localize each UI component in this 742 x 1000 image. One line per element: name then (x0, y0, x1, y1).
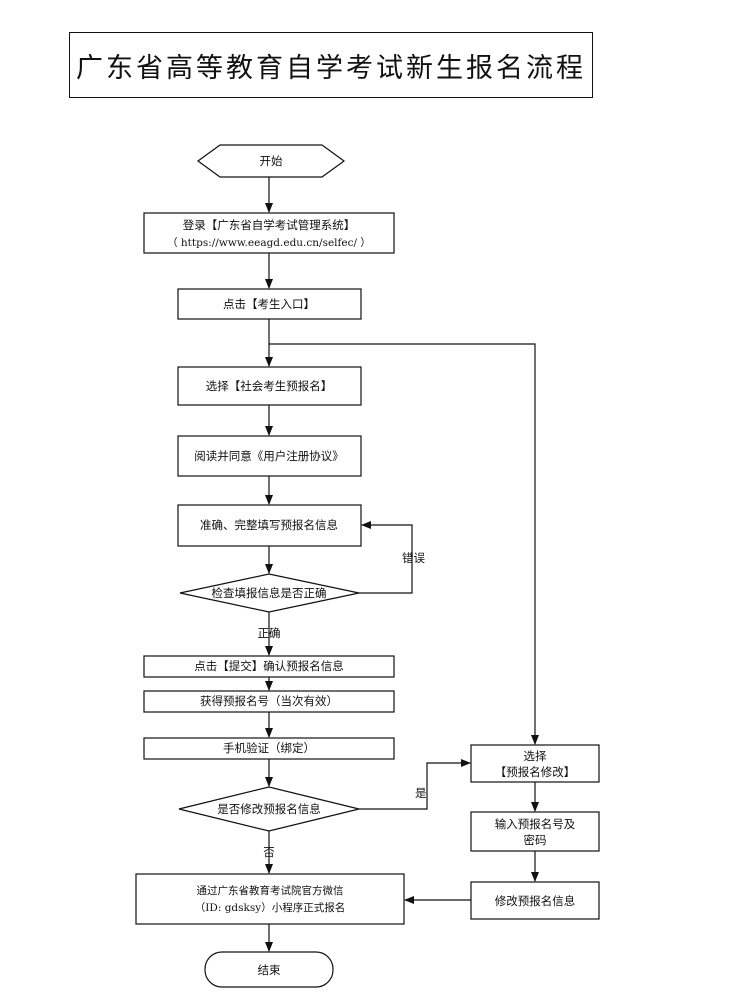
check-info-decision: 检查填报信息是否正确 (179, 573, 360, 613)
final-register-node: 通过广东省教育考试院官方微信 （ID: gdsksy）小程序正式报名 (135, 873, 405, 925)
submit-label: 点击【提交】确认预报名信息 (194, 659, 344, 673)
click-entry-node: 点击【考生入口】 (177, 288, 362, 320)
page-title: 广东省高等教育自学考试新生报名流程 (76, 52, 586, 84)
arrow-yes-branch (359, 759, 471, 810)
submit-node: 点击【提交】确认预报名信息 (143, 655, 395, 678)
check-info-label: 检查填报信息是否正确 (212, 586, 327, 600)
login-node: 登录【广东省自学考试管理系统】 （ https://www.eeagd.edu.… (143, 212, 395, 254)
modify-info-label: 修改预报名信息 (495, 894, 576, 908)
select-modify-line2: 【预报名修改】 (495, 765, 576, 779)
login-label-line2: （ https://www.eeagd.edu.cn/selfec/ ） (167, 237, 371, 249)
input-number-node: 输入预报名号及 密码 (470, 811, 600, 852)
edge-label-yes: 是 (415, 786, 427, 800)
input-number-line1: 输入预报名号及 (495, 817, 576, 831)
phone-verify-label: 手机验证（绑定） (223, 741, 315, 755)
start-label: 开始 (260, 154, 283, 168)
arrow-error-loop (359, 521, 413, 594)
click-entry-label: 点击【考生入口】 (223, 297, 315, 311)
select-social-label: 选择【社会考生预报名】 (206, 379, 333, 393)
edge-label-error: 错误 (402, 551, 425, 565)
select-modify-node: 选择 【预报名修改】 (470, 744, 600, 783)
final-register-line2: （ID: gdsksy）小程序正式报名 (195, 901, 345, 914)
fill-info-label: 准确、完整填写预报名信息 (200, 518, 338, 532)
edge-label-correct: 正确 (258, 626, 281, 640)
get-number-label: 获得预报名号（当次有效） (200, 694, 338, 708)
get-number-node: 获得预报名号（当次有效） (143, 690, 395, 713)
login-label-line1: 登录【广东省自学考试管理系统】 (183, 218, 356, 232)
edge-label-no: 否 (263, 845, 275, 859)
start-node: 开始 (196, 144, 346, 178)
modify-decision: 是否修改预报名信息 (178, 786, 360, 832)
end-label: 结束 (258, 963, 281, 977)
read-agree-label: 阅读并同意《用户注册协议》 (194, 449, 344, 463)
arrow-entry-to-select-modify (269, 343, 539, 745)
end-node: 结束 (204, 951, 334, 988)
fill-info-node: 准确、完整填写预报名信息 (177, 504, 362, 547)
modify-info-node: 修改预报名信息 (470, 881, 600, 920)
title-box: 广东省高等教育自学考试新生报名流程 (69, 32, 593, 98)
select-social-node: 选择【社会考生预报名】 (177, 366, 362, 406)
select-modify-line1: 选择 (524, 749, 547, 763)
read-agree-node: 阅读并同意《用户注册协议》 (177, 435, 362, 477)
final-register-line1: 通过广东省教育考试院官方微信 (197, 884, 344, 897)
input-number-line2: 密码 (524, 833, 547, 847)
modify-decision-label: 是否修改预报名信息 (217, 802, 321, 816)
phone-verify-node: 手机验证（绑定） (143, 737, 395, 760)
